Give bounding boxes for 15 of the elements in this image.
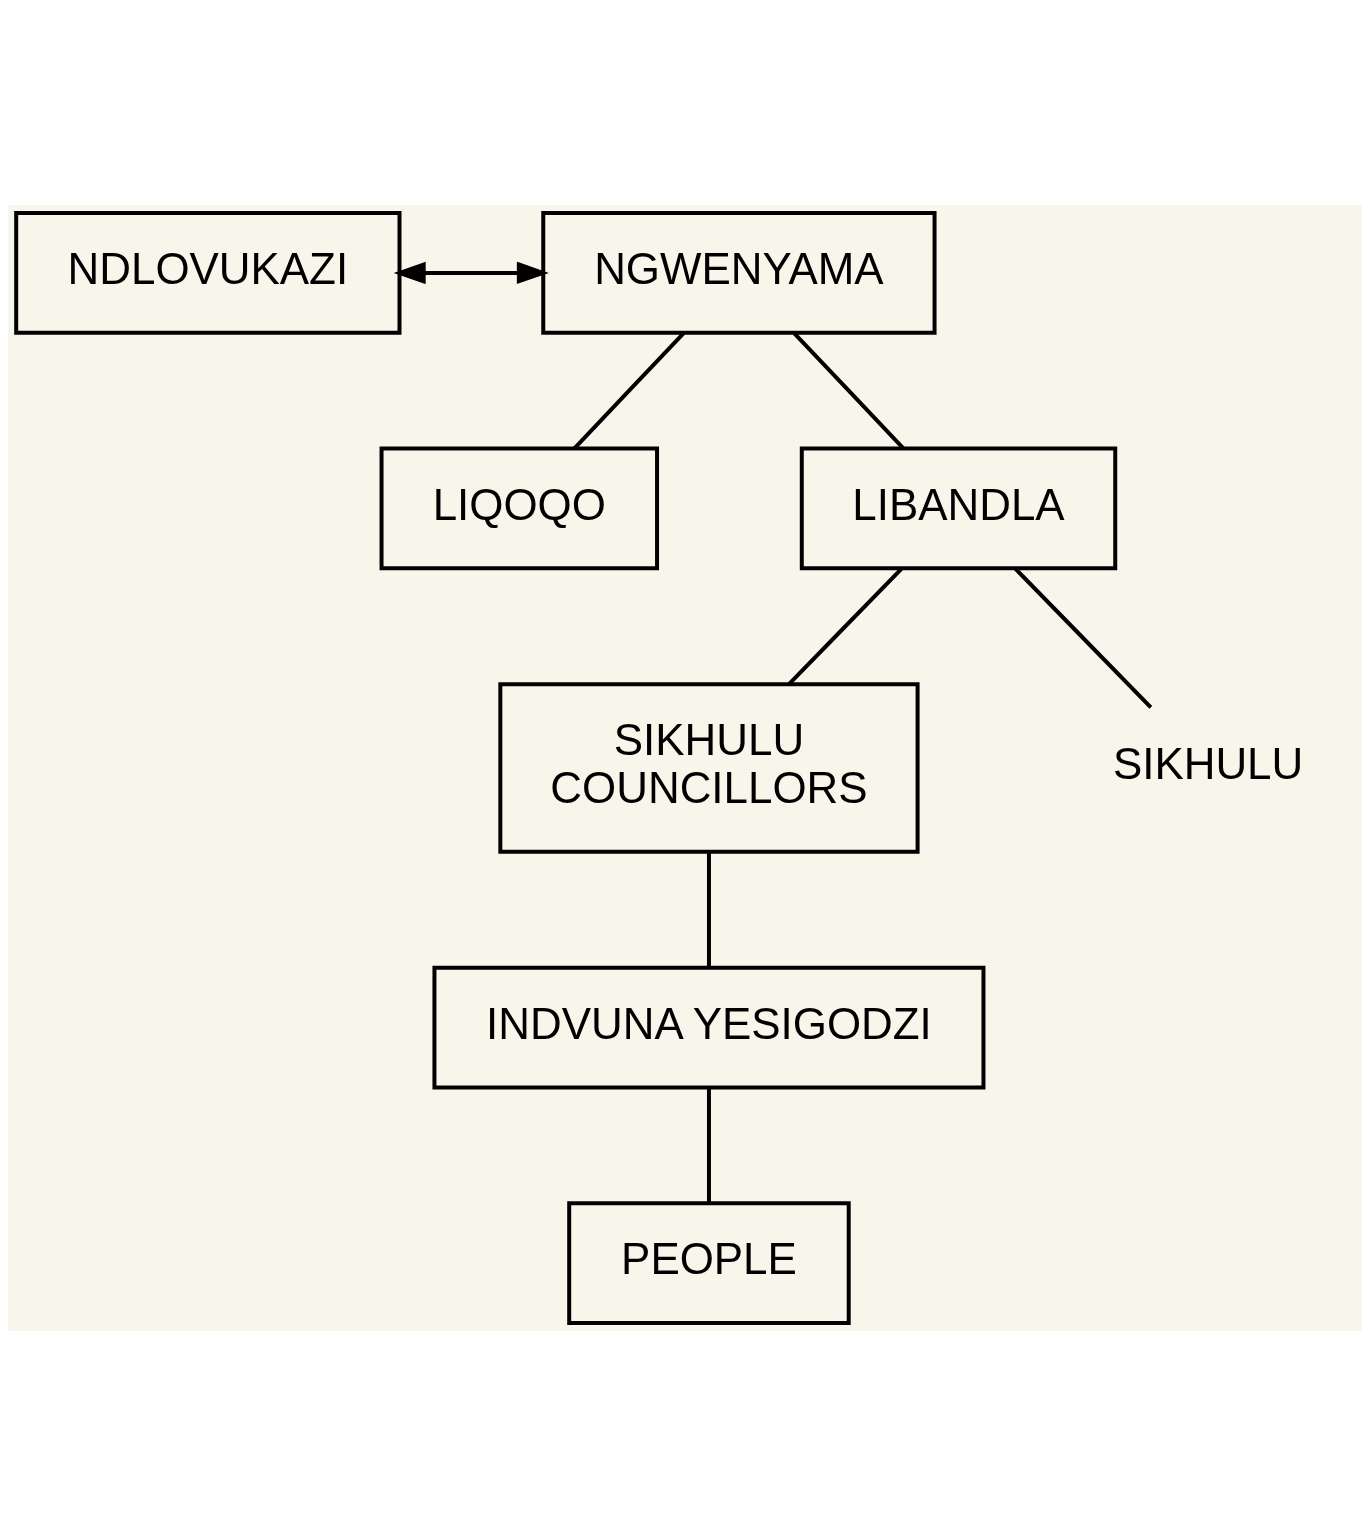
- node-text: SIKHULU: [1112, 738, 1304, 788]
- arrow: [393, 261, 549, 284]
- connector: [1013, 566, 1153, 709]
- connector: [706, 1087, 711, 1203]
- node-box: NDLOVUKAZI: [14, 210, 402, 335]
- connector: [573, 331, 685, 449]
- node-box: NGWENYAMA: [541, 210, 937, 335]
- node-box: LIBANDLA: [799, 446, 1118, 570]
- node-box: SIKHULU COUNCILLORS: [498, 681, 920, 854]
- node-box: LIQOQO: [379, 446, 660, 570]
- node-box: PEOPLE: [567, 1200, 851, 1325]
- connector: [706, 851, 711, 967]
- connector: [787, 566, 904, 685]
- connector: [792, 331, 905, 449]
- node-box: INDVUNA YESIGODZI: [432, 965, 986, 1089]
